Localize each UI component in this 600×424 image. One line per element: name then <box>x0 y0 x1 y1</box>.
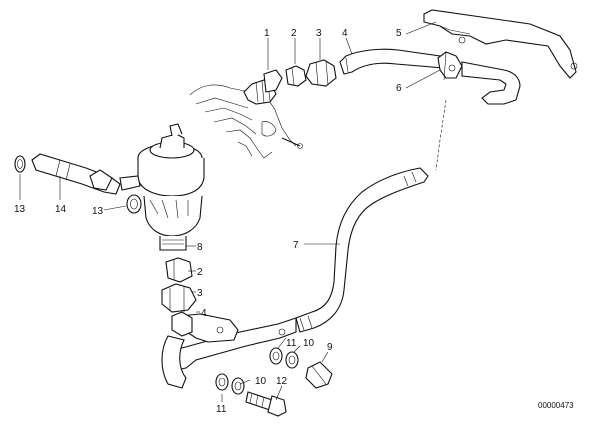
label-10-top: 10 <box>303 338 315 349</box>
part-3-nut-mid <box>161 283 197 313</box>
part-5-bracket <box>423 9 578 79</box>
part-1-fitting <box>243 69 283 105</box>
part-3-nut-top <box>305 59 337 87</box>
label-8: 8 <box>197 242 203 253</box>
part-12-bolt <box>245 391 287 417</box>
valve-assembly <box>119 123 205 251</box>
label-2-top: 2 <box>291 28 297 39</box>
part-2-sleeve-top <box>285 65 307 87</box>
part-4-pipe-stub <box>171 311 193 337</box>
leader-lines <box>19 21 441 402</box>
label-6: 6 <box>396 83 402 94</box>
part-13-oring-mid <box>126 194 142 214</box>
label-12: 12 <box>276 376 288 387</box>
part-7-main-hose <box>295 167 429 333</box>
pipe-lower-left <box>161 317 297 389</box>
part-4-pipe-top <box>339 48 445 75</box>
label-9: 9 <box>327 342 333 353</box>
part-14-hose <box>31 153 121 195</box>
part-11-washer-bottom <box>215 373 229 391</box>
label-3-top: 3 <box>316 28 322 39</box>
part-9-banjo-bolt <box>305 361 333 389</box>
label-5: 5 <box>396 28 402 39</box>
part-13-oring-left <box>14 155 26 173</box>
part-6-clamp <box>437 51 463 81</box>
part-10-washer-bottom <box>231 377 245 395</box>
label-14: 14 <box>55 204 67 215</box>
label-10-bottom: 10 <box>255 376 267 387</box>
label-1: 1 <box>264 28 270 39</box>
part-2-sleeve-mid <box>165 257 193 283</box>
label-7: 7 <box>293 240 299 251</box>
label-4-mid: 4 <box>201 308 207 319</box>
label-13-left: 13 <box>14 204 26 215</box>
part-10-washer-top <box>285 351 299 369</box>
part-11-washer-top <box>269 347 283 365</box>
label-4-top: 4 <box>342 28 348 39</box>
reference-number: 00000473 <box>538 401 574 410</box>
label-2-mid: 2 <box>197 267 203 278</box>
pipe-upper-right <box>435 61 521 171</box>
label-11-bottom: 11 <box>216 404 227 415</box>
label-13-mid: 13 <box>92 206 104 217</box>
label-3-mid: 3 <box>197 288 203 299</box>
label-11-top: 11 <box>286 338 297 349</box>
